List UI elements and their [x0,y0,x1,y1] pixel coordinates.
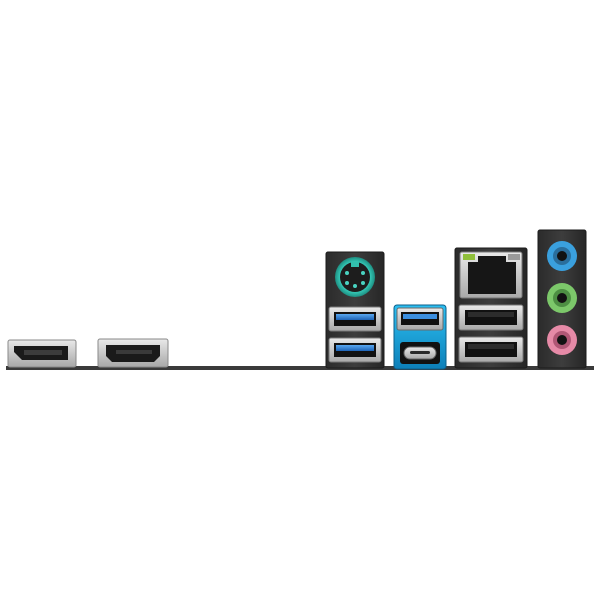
audio-stack [537,229,587,369]
displayport-port[interactable] [7,339,77,368]
ps2-usb-stack [325,251,385,369]
hdmi-port[interactable] [97,338,169,368]
lan-port[interactable] [459,251,523,299]
ps2-combo-port[interactable] [335,257,375,297]
audio-jack-pink[interactable] [547,325,577,355]
usb-c-port[interactable] [400,342,440,364]
board-edge [6,366,594,370]
usb-3-port[interactable] [328,337,382,363]
audio-jack-green[interactable] [547,283,577,313]
usb-a-usb-c-stack [393,304,447,370]
lan-usb2-stack [454,247,528,369]
usb-a-blue-port[interactable] [396,307,444,331]
audio-jack-blue[interactable] [547,241,577,271]
usb-3-port[interactable] [328,306,382,332]
usb-2-port[interactable] [458,304,524,331]
usb-2-port[interactable] [458,336,524,363]
